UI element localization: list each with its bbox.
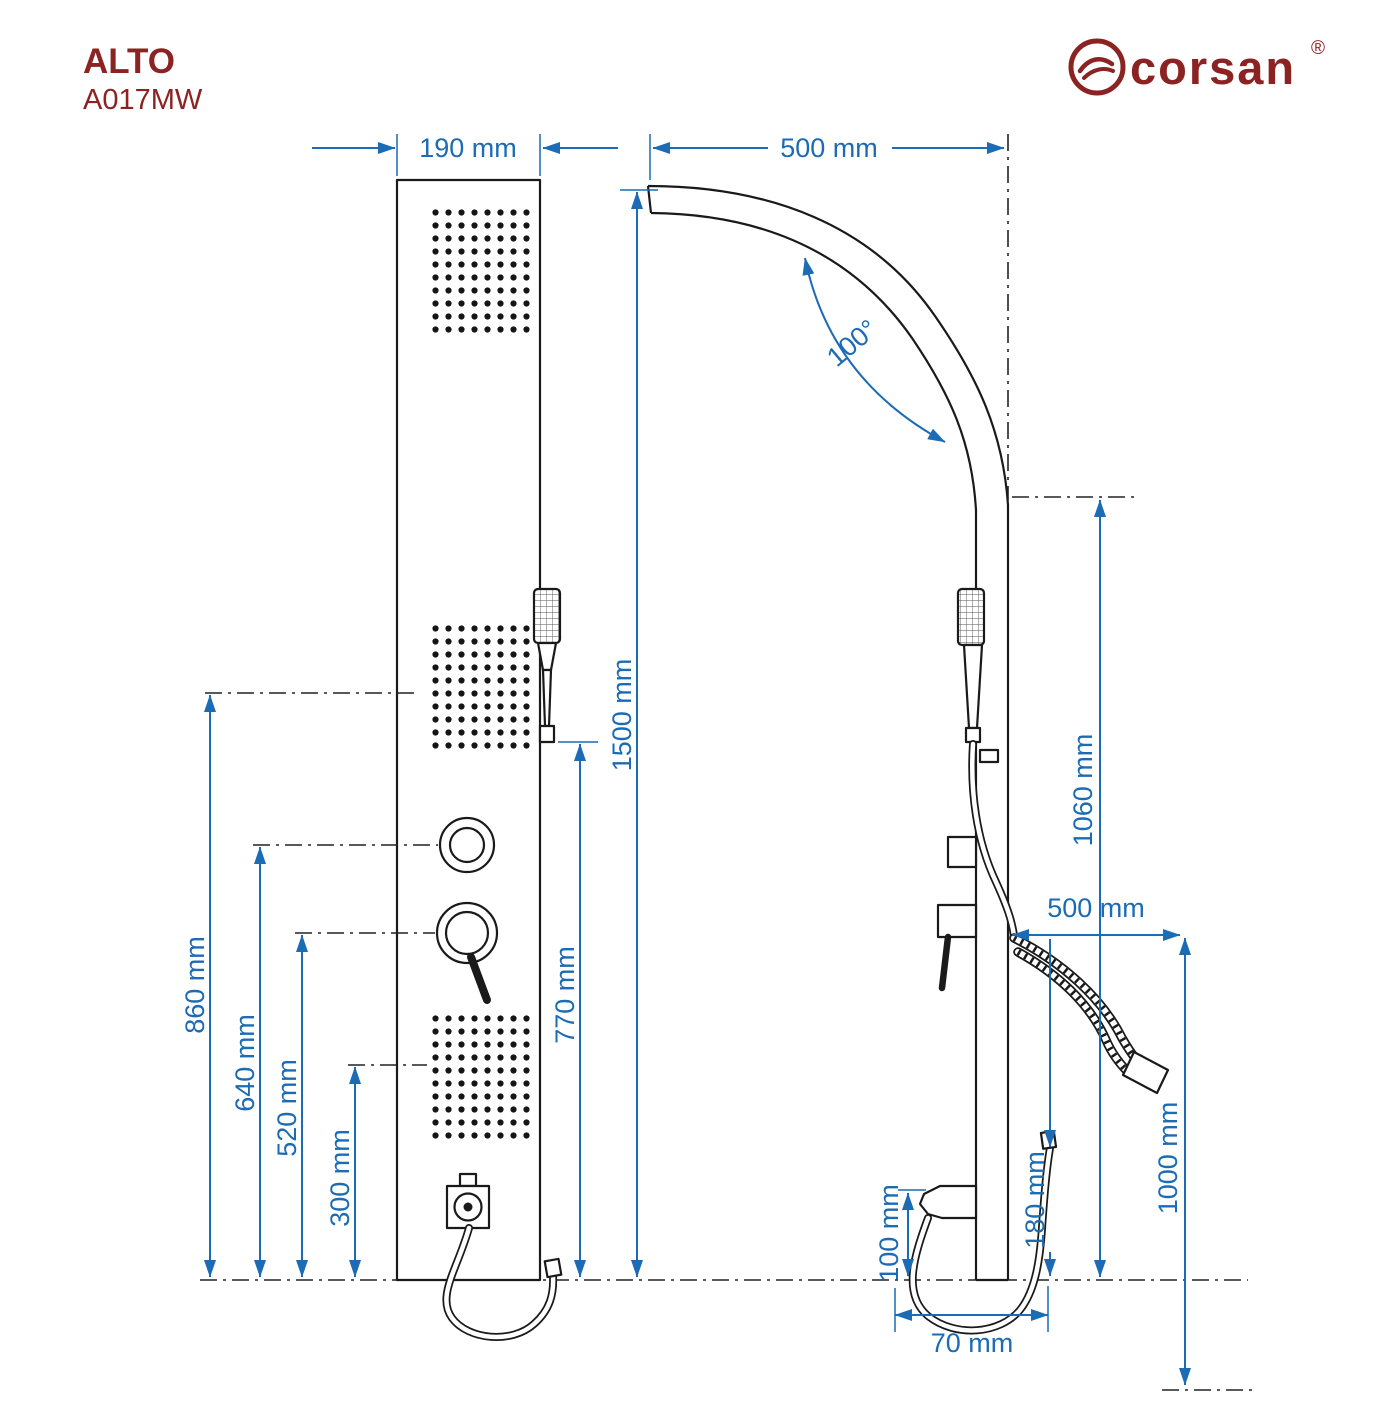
panel-arm-inner-profile bbox=[650, 211, 978, 1280]
brand-logo: corsan ® bbox=[1068, 38, 1325, 96]
dim-arm-projection: 500 mm bbox=[649, 133, 1005, 180]
dim-label-lower-jets-height: 300 mm bbox=[325, 1129, 355, 1227]
hose-end-head bbox=[1121, 1050, 1170, 1095]
dim-label-spout-clearance: 180 mm bbox=[1020, 1151, 1050, 1249]
dim-panel-width: 190 mm bbox=[312, 133, 618, 176]
dim-hand-shower-height: 770 mm bbox=[550, 741, 598, 1278]
dim-label-bottom-knob-height: 520 mm bbox=[272, 1059, 302, 1157]
dim-label-hose-reach: 500 mm bbox=[1047, 893, 1145, 923]
registered-mark: ® bbox=[1311, 38, 1325, 59]
knob-outer bbox=[438, 816, 496, 874]
dim-label-hand-shower-height: 770 mm bbox=[550, 946, 580, 1044]
product-code: A017MW bbox=[83, 84, 203, 116]
dim-top-knob-height: 640 mm bbox=[230, 844, 438, 1278]
arm-angle-annotation: 100° bbox=[802, 257, 946, 443]
outlet-stub bbox=[458, 1172, 478, 1188]
dim-panel-mount-height: 1060 mm bbox=[1068, 499, 1106, 1278]
hand-shower-head-front bbox=[532, 587, 562, 645]
thermostat-knob-side bbox=[946, 835, 978, 869]
flexible-hose-extended bbox=[1009, 933, 1170, 1095]
body-jets-grid-middle bbox=[429, 622, 533, 752]
header: ALTO A017MW bbox=[83, 42, 203, 116]
dim-bottom-knob-height: 520 mm bbox=[272, 932, 435, 1278]
dim-label-spout-height: 100 mm bbox=[874, 1184, 904, 1282]
dim-label-panel-mount-height: 1060 mm bbox=[1068, 734, 1098, 847]
dim-spout-height: 100 mm bbox=[874, 1184, 926, 1282]
front-view bbox=[395, 178, 563, 1341]
dim-upper-jets-height: 860 mm bbox=[180, 692, 420, 1278]
rain-jets-grid-top bbox=[429, 206, 533, 336]
angle-arc bbox=[802, 257, 946, 443]
knob-lever bbox=[467, 953, 491, 1004]
thermostat-knob bbox=[438, 816, 496, 874]
hand-shower-holder bbox=[978, 748, 1000, 764]
hand-shower-nut-side bbox=[964, 726, 982, 744]
brand-name: corsan bbox=[1130, 41, 1296, 94]
dim-lower-jets-height: 300 mm bbox=[325, 1064, 427, 1278]
dim-spout-clearance: 180 mm bbox=[1020, 939, 1056, 1277]
mixer-knob bbox=[435, 901, 499, 1004]
dim-label-hose-drop-height: 1000 mm bbox=[1153, 1102, 1183, 1215]
dim-label-panel-width: 190 mm bbox=[419, 133, 517, 163]
side-view: 100° bbox=[646, 134, 1170, 1335]
outlet-center bbox=[463, 1202, 473, 1212]
dim-total-height: 1500 mm bbox=[607, 189, 658, 1278]
outlet-ring bbox=[453, 1192, 483, 1222]
dim-label-upper-jets-height: 860 mm bbox=[180, 936, 210, 1034]
mixer-knob-side bbox=[936, 903, 978, 992]
dim-label-spout-projection: 70 mm bbox=[931, 1328, 1014, 1358]
dim-label-total-height: 1500 mm bbox=[607, 659, 637, 772]
hand-shower-side bbox=[956, 587, 1000, 764]
body-jets-grid-bottom bbox=[429, 1012, 533, 1142]
hand-shower-head-side bbox=[956, 587, 986, 647]
shower-hose-front bbox=[442, 1224, 563, 1341]
hose-fitting-side bbox=[1039, 1130, 1058, 1150]
hand-shower-nut-front bbox=[538, 724, 556, 744]
knob-inner bbox=[448, 826, 486, 864]
product-name: ALTO bbox=[83, 42, 175, 81]
knob-inner bbox=[444, 910, 490, 956]
logo-wave2-icon bbox=[1082, 67, 1115, 80]
hand-shower-handle-front bbox=[541, 668, 553, 728]
logo-ring-icon bbox=[1068, 38, 1126, 96]
hand-shower-front bbox=[532, 587, 562, 744]
dim-label-arm-projection: 500 mm bbox=[780, 133, 878, 163]
water-outlet-front bbox=[445, 1172, 491, 1230]
dim-hose-reach: 500 mm bbox=[1011, 893, 1181, 941]
dim-spout-projection: 70 mm bbox=[894, 1286, 1049, 1358]
hose-fitting bbox=[543, 1257, 563, 1279]
spout-side bbox=[918, 1184, 978, 1220]
mixer-lever-side bbox=[938, 933, 952, 992]
hand-shower-handle-side bbox=[962, 643, 984, 730]
dim-label-top-knob-height: 640 mm bbox=[230, 1014, 260, 1112]
dim-hose-drop-height: 1000 mm bbox=[1153, 937, 1252, 1391]
logo-wave-icon bbox=[1077, 57, 1115, 74]
